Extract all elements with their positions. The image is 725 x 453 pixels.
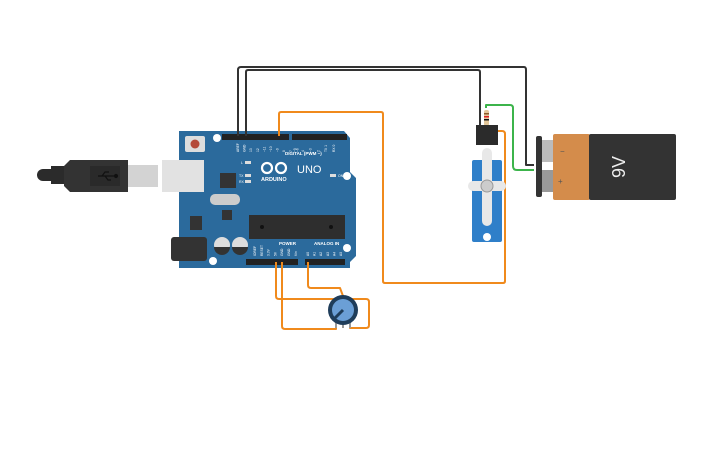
pin-label: 12 [256, 148, 260, 152]
pin-label: TX 1 [324, 145, 328, 152]
pin-label: 7 [289, 150, 293, 152]
battery-voltage-label: 9V [609, 156, 629, 178]
wire-a0-pot[interactable] [307, 262, 344, 297]
led-rx-label: RX [239, 180, 245, 184]
model-label: UNO [297, 164, 322, 176]
potentiometer[interactable] [328, 295, 358, 328]
led-tx-label: TX [239, 174, 244, 178]
power-jack [171, 237, 207, 261]
battery-9v[interactable]: − + 9V [536, 134, 676, 200]
usb-icon [98, 171, 119, 181]
pin-label: 8 [282, 150, 286, 152]
arduino-uno-board[interactable]: ARDUINO UNO DIGITAL (PWM ~) POWER ANALOG… [162, 131, 356, 268]
wire-servo-power-battery[interactable] [485, 104, 534, 171]
digital-header-right [292, 134, 347, 140]
pin-label: ~3 [309, 148, 313, 152]
pin-label: 4 [301, 150, 305, 152]
servo-motor[interactable] [468, 125, 506, 242]
pin-label: ~9 [276, 148, 280, 152]
servo-connector [476, 125, 498, 145]
wire-gnd-battery[interactable] [237, 66, 534, 166]
analog-header [305, 259, 345, 265]
battery-plus-label: + [558, 177, 563, 186]
pin-label: A2 [319, 252, 323, 256]
digital-label: DIGITAL (PWM ~) [285, 151, 322, 156]
pin-label: RESET [260, 245, 264, 256]
pin-label: IOREF [253, 246, 257, 256]
pin-label: 13 [249, 148, 253, 152]
pin-label: GND [287, 248, 291, 256]
pin-label: GND [243, 144, 247, 152]
resistor[interactable] [484, 110, 489, 126]
wire-gnd-servo[interactable] [245, 69, 481, 136]
wire-pin9-servo-signal[interactable] [278, 111, 506, 284]
pin-label: A4 [332, 252, 336, 256]
pin-label: 2 [316, 150, 320, 152]
power-header [246, 259, 298, 265]
digital-header-left [222, 134, 289, 140]
usb-port [162, 160, 204, 192]
pin-label: ~11 [262, 146, 266, 152]
pin-label: A5 [339, 252, 343, 256]
battery-clip [536, 136, 542, 197]
pin-label: Vin [294, 251, 298, 256]
pin-label: RX 0 [332, 145, 336, 152]
pin-label: A1 [313, 252, 317, 256]
wire-gnd-pot[interactable] [281, 262, 337, 330]
wire-5v-pot[interactable] [275, 262, 370, 329]
pin-label: GND [280, 248, 284, 256]
pin-label: A3 [326, 252, 330, 256]
battery-minus-label: − [560, 147, 565, 156]
pin-label: ~10 [269, 146, 273, 152]
pin-label: ~6 [295, 148, 299, 152]
led-on-label: ON [338, 174, 344, 178]
pin-label: ~5 [293, 148, 297, 152]
arduino-logo [260, 161, 288, 175]
pot-knob-indicator [333, 308, 345, 320]
brand-label: ARDUINO [261, 177, 287, 183]
pin-label: 3.3V [267, 248, 271, 256]
pin-label: 5V [273, 251, 277, 256]
power-label: POWER [279, 241, 297, 246]
pin-label: AREF [236, 143, 240, 152]
pin-label: A0 [306, 252, 310, 256]
analog-label: ANALOG IN [314, 241, 339, 246]
led-l-label: L [241, 161, 243, 165]
